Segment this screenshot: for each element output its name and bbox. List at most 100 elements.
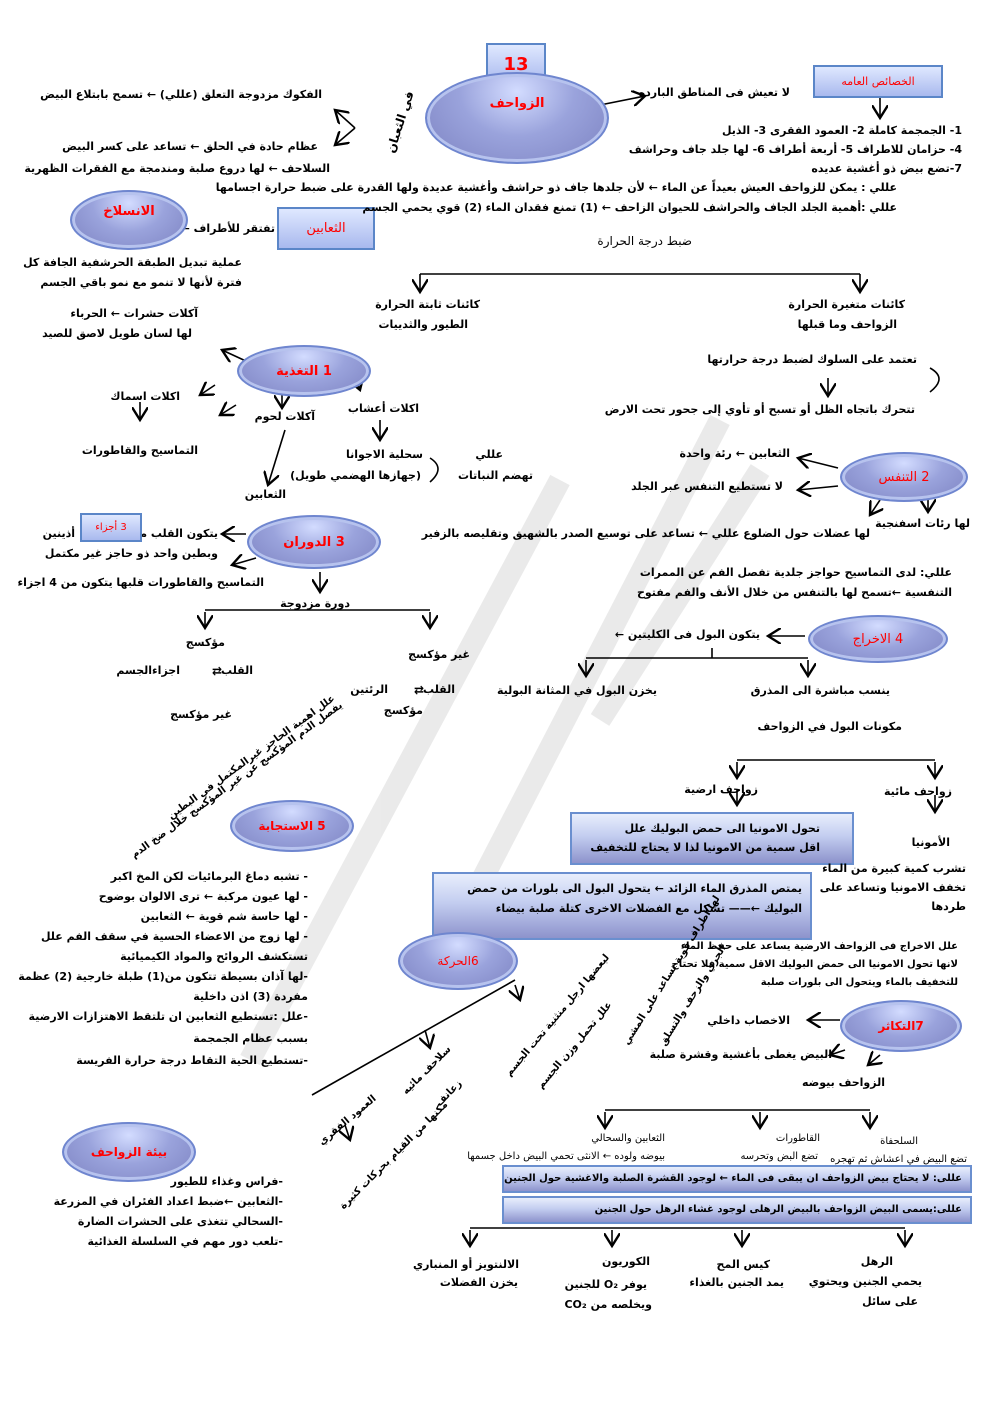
response-item: تستكشف الروائح والمواد الكيميائية — [120, 950, 308, 963]
excretion-item: تخفف الامونيا وتساعد على — [819, 881, 966, 894]
circulation-item: الرئتين — [350, 683, 388, 696]
response-cloud: 5 الاستجابة — [230, 800, 354, 852]
circulation-item: غير مؤكسج — [170, 708, 232, 721]
excretion-title: 4 الاخراج — [852, 631, 904, 647]
response-title: 5 الاستجابة — [258, 819, 326, 833]
snakes-box-label: الثعابين — [306, 221, 346, 236]
excretion-cloud: 4 الاخراج — [808, 615, 948, 663]
reproduction-item: الاخصاب داخلي — [707, 1014, 790, 1027]
membrane-name: كيس المح — [716, 1258, 770, 1271]
circulation-item: يتكون القلب من — [130, 527, 218, 540]
response-item: - لها عيون مركبة ← ترى الالوان بوضوح — [98, 890, 308, 903]
excretion-why: لانها تحول الامونيا الى حمض البوليك الاق… — [671, 959, 958, 970]
breathing-item: الثعابين ← رئة واحدة — [679, 447, 790, 460]
uric-acid-box: تحول الامونيا الى حمض البوليك علل اقل سم… — [570, 812, 854, 865]
excretion-item: زواحف ارضية — [684, 783, 758, 796]
excretion-item: ينسب مباشرة الى المذرق — [750, 684, 890, 697]
excretion-item: يخزن البول في المثانة البولية — [496, 684, 657, 697]
breathing-title: 2 التنفس — [878, 469, 930, 485]
membrane-name: الرهل — [860, 1255, 893, 1268]
excretion-why: للتخفيف بالماء ويتحول الى بلورات صلبة — [760, 977, 958, 988]
molting-cloud: الانسلاخ — [70, 190, 188, 250]
chameleon-text: آكلات حشرات ← الحرباء — [70, 307, 198, 320]
environment-cloud: بيئة الزواحف — [62, 1122, 196, 1182]
feeding-item: (جهازها الهضمي طويل) — [290, 469, 421, 482]
amniotic-why-box: عللى:يسمى البيض الزواحف بالبيض الرهلى لو… — [502, 1196, 972, 1224]
circulation-item: مؤكسج — [185, 636, 225, 649]
response-item: - لها حاسة شم قوية ← الثعابين — [140, 910, 308, 923]
response-item: مفردة (3) اذن داخلية — [193, 990, 308, 1003]
circulation-item: القلب — [221, 664, 253, 677]
cloaca-text: البوليك ←—— تشكل مع الفضلات الاخرى كتلة … — [495, 902, 802, 915]
response-item: بسبب عظام الجمجمة — [193, 1032, 308, 1045]
variable-temp: الزواحف وما قبلها — [797, 318, 897, 331]
circulation-cloud: 3 الدوران — [247, 515, 381, 569]
behavior-text: تعتمد على السلوك لضبط درجة حرارتها — [707, 353, 917, 366]
excretion-item: الأمونيا — [911, 836, 950, 849]
cloaca-box: يمتص المذرق الماء الزائد ← يتحول البول ا… — [432, 872, 812, 940]
environment-item: -فراس وغذاء للطيور — [170, 1175, 283, 1188]
parts-label: 3 أجزاء — [95, 522, 127, 533]
why-text: (2) قوي يحمي الجسم — [362, 201, 482, 214]
lesson-number: 13 — [503, 53, 529, 75]
movement-cloud: 6الحركة — [398, 932, 518, 990]
circulation-item: دورة مزدوجة — [280, 597, 350, 610]
response-item: -لها آذان بسيطة تتكون من(1) طبلة خارجية … — [18, 970, 308, 983]
reproduction-item: الثعابين والسحالي — [591, 1133, 665, 1144]
jaws-text: الفكوك مزدوجة التعلق (عللي) ← تسمح بابتل… — [40, 88, 322, 101]
throat-text: عظام حادة في الحلق ← تساعد على كسر البيض — [62, 140, 318, 153]
feeding-item: سحلية الاجوانا — [345, 448, 423, 461]
exchange-arrow-icon: ⇄ — [413, 683, 424, 697]
movement-title: 6الحركة — [437, 954, 479, 968]
environment-item: -تلعب دور مهم في السلسلة الغذائية — [87, 1235, 284, 1248]
chameleon-text: لها لسان طويل لاصق للصيد — [42, 327, 192, 340]
membrane-function: ويخلصه من CO₂ — [564, 1298, 652, 1311]
membrane-function: على سائل — [862, 1295, 918, 1308]
feeding-why: عللي — [475, 448, 503, 461]
reproduction-item: بيوضه ولوده ← الانثى تحمي البيض داخل جسم… — [467, 1151, 665, 1162]
constant-temp: الطيور والثدييات — [378, 318, 468, 331]
circulation-item: التماسيح والقاطورات قلبها يتكون من 4 اجز… — [17, 576, 265, 589]
cloaca-text: يمتص المذرق الماء الزائد ← يتحول البول ا… — [467, 882, 802, 895]
feeding-why: تهضم النباتات — [457, 469, 533, 482]
molting-text: عملية تبديل الطبقة الحرشفية الجافة كل — [23, 256, 242, 269]
feeding-item: آكلات لحوم — [254, 410, 315, 423]
trait-line: 7-تضع بيض ذو أغشية عديده — [811, 162, 962, 175]
reproduction-item: تضع البض وتحرسه — [740, 1151, 818, 1162]
excretion-item: زواحف مائية — [883, 785, 952, 798]
egg-why-box: عللى: لا يحتاج بيض الزواحف ان يبقى فى ال… — [502, 1165, 972, 1193]
snakes-box: الثعابين — [277, 207, 375, 250]
circulation-item: مؤكسج — [383, 704, 423, 717]
reproduction-item: تضع البيض في اعشاش ثم تهجره — [830, 1154, 967, 1165]
breathing-item: لا تستطيع التنفس عبر الجلد — [631, 480, 783, 493]
feeding-item: اكلات أعشاب — [347, 402, 419, 415]
reproduction-title: 7التكاثر — [878, 1019, 924, 1033]
breathing-item: لها رئات اسفنجية — [875, 517, 970, 530]
feeding-item: التماسيح والقاطورات — [81, 444, 198, 457]
environment-item: -السحالي تتغذى على الحشرات الضارة — [77, 1215, 283, 1228]
reproduction-cloud: 7التكاثر — [840, 1000, 962, 1052]
general-traits-box: الخصائص العامه — [813, 65, 943, 98]
excretion-item: يتكون البول فى الكليتين ← — [614, 628, 760, 641]
membrane-name: الالنتويز أو المنباري — [412, 1258, 519, 1271]
why-text: عللي :أهمية الجلد الجاف والحراشف للحيوان… — [485, 201, 897, 214]
breathing-cloud: 2 التنفس — [840, 452, 968, 502]
membrane-function: يخزن الفضلات — [439, 1276, 518, 1289]
reproduction-item: القاطورات — [775, 1133, 820, 1144]
feeding-item: الثعابين — [244, 488, 286, 501]
main-topic: الزواحف — [489, 95, 545, 111]
exchange-arrow-icon: ⇄ — [211, 664, 222, 678]
circulation-item: أذينين — [42, 527, 75, 540]
main-topic-cloud: الزواحف — [425, 72, 609, 164]
feeding-cloud: 1 التغذية — [237, 345, 371, 397]
reproduction-item: الزواحف بيوضه — [801, 1076, 885, 1089]
membrane-function: يوفر O₂ للجنين — [564, 1278, 647, 1291]
behavior-text: تتحرك باتجاه الظل أو تسبح أو تأوي إلى جح… — [604, 403, 915, 416]
circulation-item: غير مؤكسج — [408, 648, 470, 661]
excretion-item: تشرب كمية كبيرة من الماء — [822, 862, 966, 875]
general-traits-title: الخصائص العامه — [841, 75, 915, 88]
uric-text: اقل سمية من الامونيا لذا لا يحتاج للتخفي… — [590, 841, 820, 854]
feeding-item: اكلات اسماك — [110, 390, 180, 403]
circulation-title: 3 الدوران — [283, 534, 345, 550]
